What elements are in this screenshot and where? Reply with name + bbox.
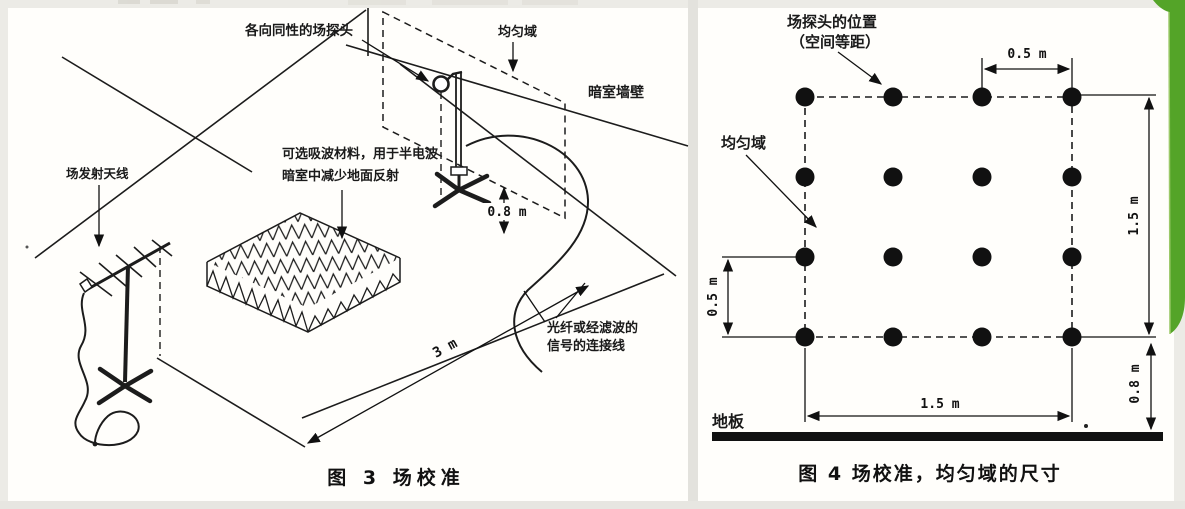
fig4-dim-bottom-label: 1.5 m — [920, 397, 959, 412]
probe-point-dot — [1062, 167, 1082, 187]
fig3-uniform-area-plane — [382, 10, 566, 220]
probe-point-dot — [972, 167, 992, 187]
page-divider — [688, 0, 698, 509]
fig4-dim-bottom: 1.5 m — [804, 348, 1073, 422]
scan-speck-left — [25, 245, 29, 249]
fig4-dim-left: 0.5 m — [706, 256, 800, 338]
fig3-field-probe-stand — [432, 70, 590, 373]
probe-point-dot — [1062, 87, 1082, 107]
probe-point-dot — [972, 247, 992, 267]
scan-speck-right — [1084, 424, 1088, 428]
probe-point-dot — [795, 247, 815, 267]
fig3-leader-cable-a — [523, 290, 546, 323]
probe-point-dot — [1062, 247, 1082, 267]
fig3-label-absorber-1: 可选吸波材料，用于半电波 — [282, 146, 439, 162]
figure4-uniform-area-dimensions: 0.5 m 1.5 m 0.5 m 1.5 m 0.8 m — [706, 13, 1163, 485]
fig4-dim-floor-label: 0.8 m — [1128, 364, 1143, 403]
probe-point-dot — [883, 247, 903, 267]
fig3-caption: 图 3 场校准 — [327, 466, 464, 489]
fig3-label-emit-antenna: 场发射天线 — [66, 166, 129, 181]
probe-point-dot — [795, 87, 815, 107]
fig3-antenna-feed — [78, 277, 94, 294]
fig3-label-absorber-2: 暗室中减少地面反射 — [282, 168, 399, 184]
fig3-leader-probe — [361, 39, 430, 82]
fig3-isotropic-probe-ball — [432, 75, 450, 93]
viewer-accent-green-edge — [1153, 0, 1185, 334]
fig3-dim-08-label: 0.8 m — [487, 205, 526, 220]
fig4-dim-top: 0.5 m — [981, 47, 1073, 88]
bottom-margin-strip — [0, 501, 1185, 509]
top-edge-print-artifacts — [118, 0, 578, 5]
fig4-dim-left-label: 0.5 m — [706, 277, 721, 316]
fig3-label-chamber-wall: 暗室墙壁 — [588, 84, 644, 101]
probe-point-dot — [883, 87, 903, 107]
fig3-probe-tripod — [432, 171, 492, 209]
fig4-dim-top-label: 0.5 m — [1007, 47, 1046, 62]
fig4-label-probe-positions-2: （空间等距） — [790, 33, 880, 51]
fig3-label-uniform-area: 均匀域 — [498, 24, 537, 40]
fig3-label-cable-1: 光纤或经滤波的 — [546, 320, 638, 336]
fig4-floor-bar — [712, 432, 1163, 441]
probe-point-dot — [883, 167, 903, 187]
fig4-caption: 图 4 场校准，均匀域的尺寸 — [798, 462, 1061, 485]
fig3-label-cable-2: 信号的连接线 — [547, 338, 625, 354]
fig3-emit-antenna — [74, 239, 173, 447]
page-right — [698, 8, 1174, 501]
fig4-probe-grid-dots — [795, 87, 1082, 347]
green-edge-highlight — [1168, 11, 1171, 335]
fig4-label-uniform-area: 均匀域 — [721, 134, 766, 152]
probe-point-dot — [972, 87, 992, 107]
fig4-leader-uniform-area — [745, 154, 817, 228]
fig3-antenna-tripod — [96, 366, 154, 406]
probe-point-dot — [972, 327, 992, 347]
fig3-dim-probe-height: 0.8 m — [483, 186, 531, 235]
fig4-dim-right: 1.5 m — [1080, 94, 1156, 338]
probe-point-dot — [883, 327, 903, 347]
fig3-leader-cable-b — [555, 282, 586, 319]
fig4-dim-right-label: 1.5 m — [1127, 196, 1142, 235]
probe-point-dot — [795, 327, 815, 347]
figure3-field-calibration: 0.8 m 3 m 各向同性的场探头 均匀域 暗室墙壁 场发射天线 可选吸波材料… — [25, 8, 689, 489]
fig4-leader-probe-positions — [837, 51, 883, 85]
fig4-dim-floor-height: 0.8 m — [1128, 342, 1157, 431]
probe-point-dot — [795, 167, 815, 187]
fig4-label-floor: 地板 — [712, 412, 745, 431]
fig3-antenna-cable — [74, 292, 140, 447]
probe-point-dot — [1062, 327, 1082, 347]
fig3-label-isotropic-probe: 各向同性的场探头 — [244, 22, 353, 39]
fig4-label-probe-positions-1: 场探头的位置 — [787, 13, 877, 31]
